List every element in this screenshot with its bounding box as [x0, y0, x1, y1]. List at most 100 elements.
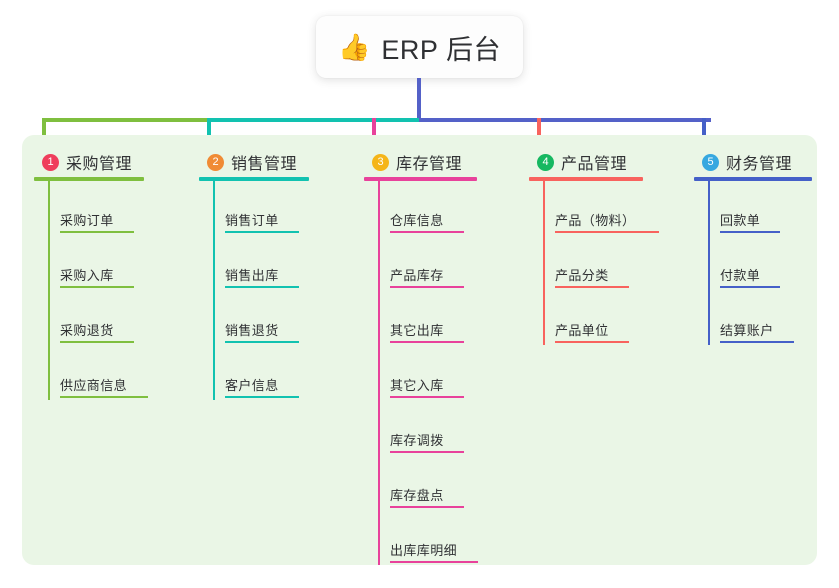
thumbs-up-icon: 👍 — [338, 32, 371, 62]
column-rail — [213, 181, 215, 400]
menu-item-rule — [60, 231, 134, 233]
column-title: 销售管理 — [231, 156, 298, 173]
menu-item-rule — [390, 231, 464, 233]
column-header-2[interactable]: 2 销售管理 — [207, 150, 297, 174]
menu-item-rule — [390, 561, 478, 563]
menu-item-label: 销售退货 — [225, 323, 279, 338]
menu-item[interactable]: 库存盘点 — [390, 482, 464, 508]
menu-item-rule — [60, 341, 134, 343]
connector-stub-2 — [207, 118, 211, 146]
column-rail — [708, 181, 710, 345]
root-node-card[interactable]: 👍 ERP 后台 — [316, 16, 523, 78]
menu-item-label: 仓库信息 — [390, 213, 444, 228]
column-header-rule — [364, 177, 477, 181]
menu-item-rule — [390, 451, 464, 453]
menu-item-rule — [225, 341, 299, 343]
column-header-5[interactable]: 5 财务管理 — [702, 150, 792, 174]
column-number-badge: 4 — [537, 153, 554, 171]
menu-item[interactable]: 产品单位 — [555, 317, 629, 343]
menu-item-label: 产品分类 — [555, 268, 609, 283]
connector-segment-3 — [419, 118, 711, 122]
menu-item-label: 库存盘点 — [390, 488, 444, 503]
menu-item[interactable]: 付款单 — [720, 262, 780, 288]
menu-item-label: 其它出库 — [390, 323, 444, 338]
menu-item-rule — [225, 231, 299, 233]
column-number-badge: 2 — [207, 153, 224, 171]
menu-item-rule — [60, 286, 134, 288]
menu-item-label: 付款单 — [720, 268, 761, 283]
menu-item-label: 销售订单 — [225, 213, 279, 228]
menu-item-rule — [225, 396, 299, 398]
connector-segment-1 — [42, 118, 211, 122]
column-title: 产品管理 — [561, 156, 628, 173]
menu-item[interactable]: 客户信息 — [225, 372, 299, 398]
menu-item[interactable]: 其它入库 — [390, 372, 464, 398]
menu-item[interactable]: 结算账户 — [720, 317, 794, 343]
menu-item-rule — [390, 396, 464, 398]
menu-item-label: 产品（物料） — [555, 213, 636, 228]
menu-item[interactable]: 其它出库 — [390, 317, 464, 343]
menu-item-label: 供应商信息 — [60, 378, 128, 393]
menu-item-rule — [60, 396, 148, 398]
menu-item-label: 出库库明细 — [390, 543, 458, 558]
menu-item-label: 结算账户 — [720, 323, 774, 338]
menu-item-rule — [390, 341, 464, 343]
menu-item[interactable]: 采购订单 — [60, 207, 134, 233]
menu-item-label: 采购入库 — [60, 268, 114, 283]
menu-item-rule — [390, 506, 464, 508]
menu-item[interactable]: 供应商信息 — [60, 372, 148, 398]
column-rail — [378, 181, 380, 565]
column-number-badge: 1 — [42, 153, 59, 171]
column-number-badge: 5 — [702, 153, 719, 171]
connector-segment-2 — [207, 118, 423, 122]
menu-item[interactable]: 采购退货 — [60, 317, 134, 343]
menu-item-label: 客户信息 — [225, 378, 279, 393]
menu-item[interactable]: 产品分类 — [555, 262, 629, 288]
column-title: 财务管理 — [726, 156, 793, 173]
menu-item-rule — [720, 341, 794, 343]
menu-item[interactable]: 销售出库 — [225, 262, 299, 288]
menu-item[interactable]: 仓库信息 — [390, 207, 464, 233]
connector-stub-5 — [702, 118, 706, 146]
menu-item-rule — [555, 341, 629, 343]
menu-item-rule — [720, 286, 780, 288]
menu-item[interactable]: 采购入库 — [60, 262, 134, 288]
branches-panel — [22, 135, 817, 565]
column-header-rule — [529, 177, 643, 181]
menu-item-label: 其它入库 — [390, 378, 444, 393]
menu-item[interactable]: 出库库明细 — [390, 537, 478, 563]
menu-item[interactable]: 销售订单 — [225, 207, 299, 233]
menu-item-label: 产品库存 — [390, 268, 444, 283]
menu-item-rule — [390, 286, 464, 288]
menu-item-label: 回款单 — [720, 213, 761, 228]
menu-item-label: 采购退货 — [60, 323, 114, 338]
connector-stub-3 — [372, 118, 376, 146]
root-stem-connector — [417, 78, 421, 122]
column-header-4[interactable]: 4 产品管理 — [537, 150, 627, 174]
menu-item-rule — [720, 231, 780, 233]
connector-stub-4 — [537, 118, 541, 146]
menu-item-rule — [555, 231, 659, 233]
column-header-3[interactable]: 3 库存管理 — [372, 150, 462, 174]
menu-item-label: 采购订单 — [60, 213, 114, 228]
column-rail — [543, 181, 545, 345]
menu-item[interactable]: 产品库存 — [390, 262, 464, 288]
menu-item-rule — [225, 286, 299, 288]
column-header-rule — [694, 177, 812, 181]
menu-item-label: 销售出库 — [225, 268, 279, 283]
menu-item[interactable]: 库存调拨 — [390, 427, 464, 453]
menu-item-label: 产品单位 — [555, 323, 609, 338]
column-number-badge: 3 — [372, 153, 389, 171]
menu-item[interactable]: 销售退货 — [225, 317, 299, 343]
menu-item-rule — [555, 286, 629, 288]
column-title: 库存管理 — [396, 156, 463, 173]
menu-item[interactable]: 产品（物料） — [555, 207, 659, 233]
root-node-label: ERP 后台 — [381, 34, 501, 65]
menu-item[interactable]: 回款单 — [720, 207, 780, 233]
column-header-rule — [34, 177, 144, 181]
column-header-1[interactable]: 1 采购管理 — [42, 150, 132, 174]
column-header-rule — [199, 177, 309, 181]
column-title: 采购管理 — [66, 156, 133, 173]
column-rail — [48, 181, 50, 400]
